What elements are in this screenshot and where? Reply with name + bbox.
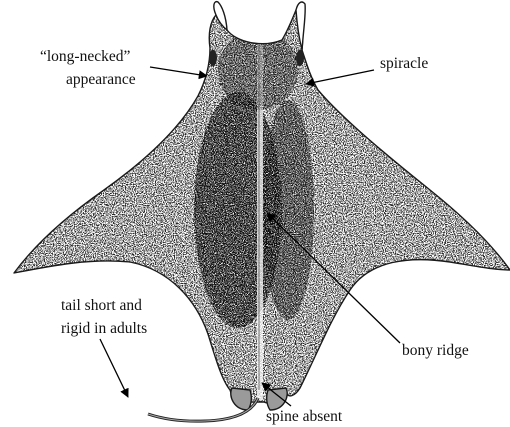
right-pelvic-fin <box>267 388 288 410</box>
label-appearance: appearance <box>66 71 136 88</box>
label-spine-absent: spine absent <box>266 408 343 425</box>
arrow-long-necked <box>150 67 207 76</box>
label-tail-line1: tail short and <box>61 297 142 314</box>
left-spiracle <box>209 50 217 66</box>
label-spiracle: spiracle <box>380 55 428 72</box>
arrow-tail <box>100 339 128 397</box>
right-spiracle <box>296 50 304 66</box>
label-tail-line2: rigid in adults <box>61 320 147 337</box>
left-pelvic-fin <box>231 388 252 410</box>
arrow-spiracle <box>306 70 374 84</box>
label-bony-ridge: bony ridge <box>402 342 469 359</box>
label-long-necked: “long-necked” <box>40 48 130 65</box>
